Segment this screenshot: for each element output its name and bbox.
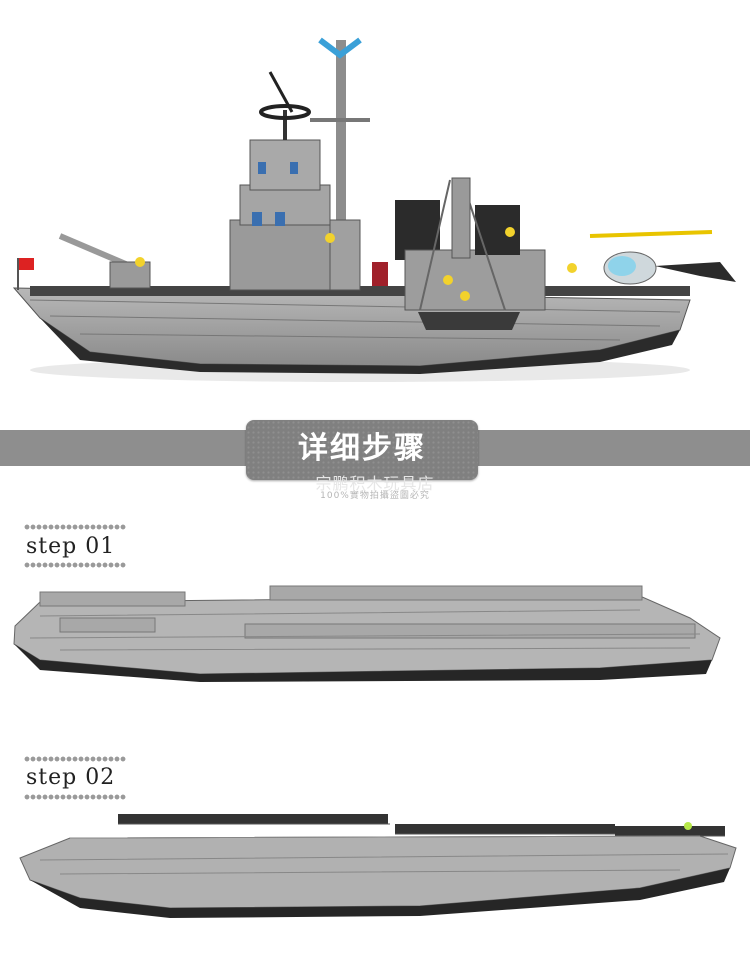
step-02-photo [19, 814, 737, 918]
step-01-label: step 01 [26, 534, 116, 559]
step-02-dots-bottom [24, 793, 126, 801]
step-02-label: step 02 [26, 765, 116, 790]
watermark-subtitle: 100%實物拍攝盜圖必究 [320, 491, 430, 501]
shop-watermark: 宗鹏积木玩具店 [315, 474, 435, 493]
battleship-photo [12, 37, 736, 382]
banner-title: 详细步骤 [298, 431, 426, 466]
step-02-dots-top [24, 755, 126, 763]
banner-title-box [246, 420, 478, 480]
step-01-dots-top [24, 523, 126, 531]
step-01-dots-bottom [24, 561, 126, 569]
step-01-photo [13, 585, 721, 682]
